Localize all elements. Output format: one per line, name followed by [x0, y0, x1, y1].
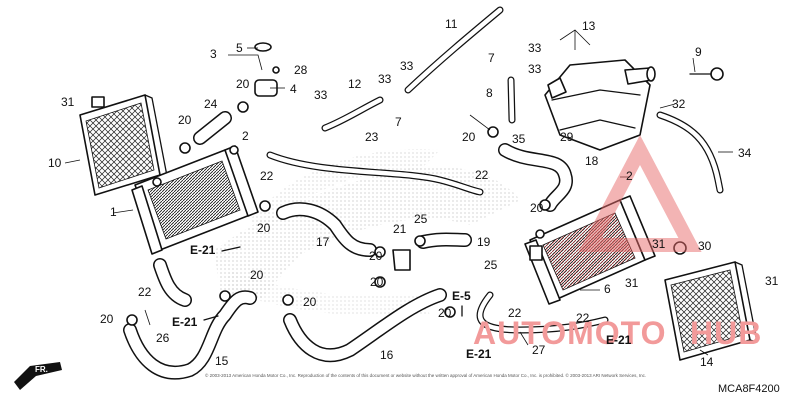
callout-28: 28 [294, 63, 308, 77]
section-ref-e5: E-5 [452, 289, 471, 303]
section-references: E-21 E-21 E-21 E-21 E-5 [172, 243, 632, 361]
hose-clamps [126, 101, 551, 326]
diagram-code: MCA8F4200 [718, 383, 780, 395]
left-radiator-shroud [79, 94, 168, 196]
callout-2: 2 [242, 129, 249, 143]
callout-23: 23 [365, 130, 379, 144]
tubes [266, 6, 724, 334]
callout-20: 20 [370, 275, 384, 289]
watermark: AUTOMOTO HUB [473, 134, 762, 351]
watermark-text-b: HUB [690, 315, 762, 351]
callout-20: 20 [257, 221, 271, 235]
right-radiator-shroud [664, 261, 758, 361]
callout-32: 32 [672, 97, 686, 111]
callout-20: 20 [100, 312, 114, 326]
callout-29: 29 [560, 130, 574, 144]
small-parts [126, 42, 724, 326]
front-marker-label: FR. [35, 365, 48, 374]
callout-33: 33 [528, 62, 542, 76]
callout-17: 17 [316, 235, 330, 249]
callout-9: 9 [695, 45, 702, 59]
callout-5: 5 [236, 41, 243, 55]
section-ref-e21: E-21 [606, 333, 632, 347]
callout-3: 3 [210, 47, 217, 61]
callout-24: 24 [204, 97, 218, 111]
callout-14: 14 [700, 355, 714, 369]
callout-25: 25 [484, 258, 498, 272]
callout-13: 13 [582, 19, 596, 33]
callout-33: 33 [378, 72, 392, 86]
reserve-tank [544, 59, 656, 151]
callout-2: 2 [626, 169, 633, 183]
callouts: 1 2 2 3 4 5 6 7 7 8 9 10 11 12 13 14 15 … [48, 17, 779, 369]
callout-11: 11 [445, 17, 458, 31]
callout-6: 6 [604, 282, 611, 296]
callout-27: 27 [532, 343, 546, 357]
callout-15: 15 [215, 354, 229, 368]
callout-30: 30 [698, 239, 712, 253]
section-ref-e21: E-21 [172, 315, 198, 329]
callout-20: 20 [250, 268, 264, 282]
callout-8: 8 [486, 86, 493, 100]
callout-31: 31 [625, 276, 639, 290]
callout-33: 33 [314, 88, 328, 102]
callout-22: 22 [260, 169, 274, 183]
callout-20: 20 [303, 295, 317, 309]
callout-21: 21 [393, 222, 407, 236]
callout-16: 16 [380, 348, 394, 362]
callout-20: 20 [530, 201, 544, 215]
callout-35: 35 [512, 132, 526, 146]
callout-33: 33 [400, 59, 414, 73]
callout-31: 31 [765, 274, 779, 288]
callout-20: 20 [178, 113, 192, 127]
callout-18: 18 [585, 154, 599, 168]
callout-1: 1 [110, 205, 117, 219]
callout-20: 20 [236, 77, 250, 91]
callout-20: 20 [369, 249, 383, 263]
front-direction-marker: FR. [14, 362, 62, 390]
callout-31: 31 [652, 237, 666, 251]
callout-10: 10 [48, 156, 62, 170]
callout-12: 12 [348, 77, 362, 91]
leader-lines [64, 29, 733, 356]
callout-22: 22 [475, 168, 489, 182]
watermark-text-a: AUTOMOTO [473, 315, 666, 351]
left-radiator [131, 145, 259, 255]
callout-19: 19 [477, 235, 491, 249]
section-ref-e21: E-21 [190, 243, 216, 257]
hoses [123, 111, 573, 380]
callout-20: 20 [438, 306, 452, 320]
copyright-notice: © 2003-2013 American Honda Motor Co., In… [205, 372, 646, 378]
callout-22: 22 [576, 311, 590, 325]
callout-33: 33 [528, 41, 542, 55]
callout-22: 22 [138, 285, 152, 299]
callout-4: 4 [290, 82, 297, 96]
callout-31: 31 [61, 95, 75, 109]
section-ref-e21: E-21 [466, 347, 492, 361]
callout-26: 26 [156, 331, 170, 345]
callout-7: 7 [488, 51, 495, 65]
callout-34: 34 [738, 146, 752, 160]
callout-22: 22 [508, 306, 522, 320]
callout-7: 7 [395, 115, 402, 129]
callout-25: 25 [414, 212, 428, 226]
callout-20: 20 [462, 130, 476, 144]
